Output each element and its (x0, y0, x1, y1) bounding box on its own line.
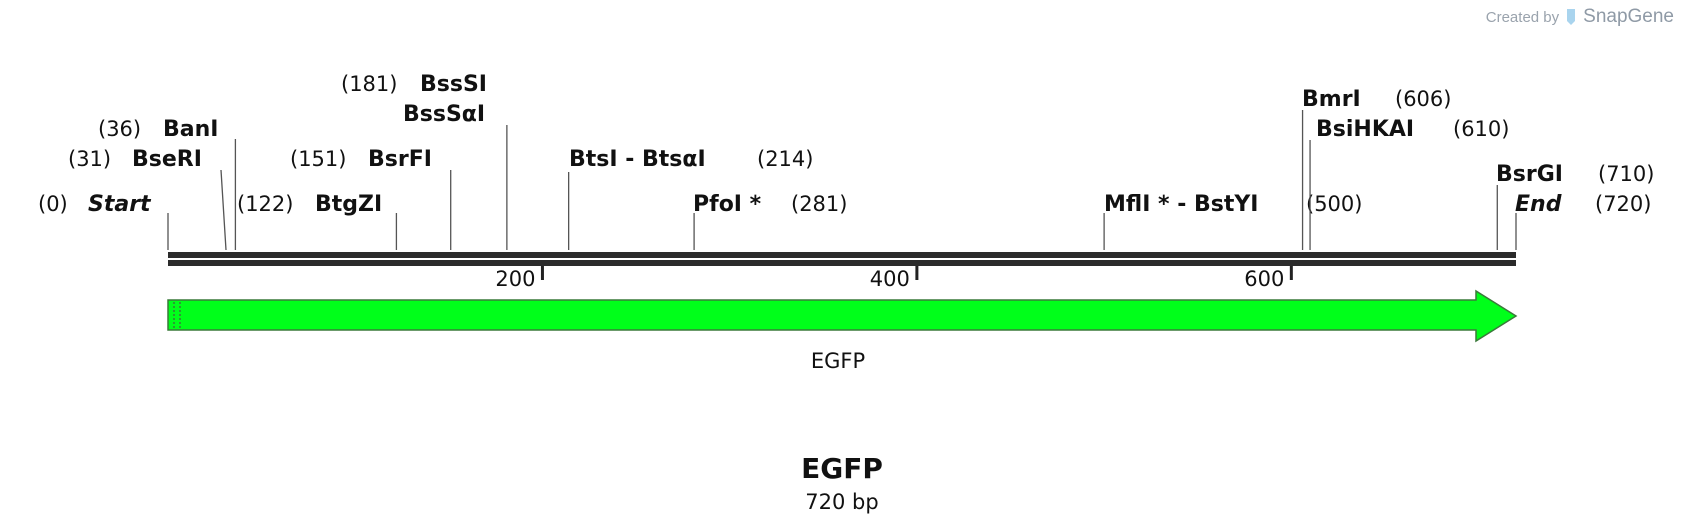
ruler-tick-label: 400 (870, 267, 910, 291)
restriction-site-name[interactable]: BanI (163, 117, 218, 142)
restriction-site-position: (214) (757, 147, 813, 171)
restriction-site-position: (181) (341, 72, 397, 96)
credit-brand: SnapGene (1583, 6, 1674, 27)
restriction-site-name[interactable]: PfoI * (693, 192, 762, 217)
backbone-top-strand (168, 252, 1516, 258)
sequence-length: 720 bp (805, 490, 879, 514)
restriction-site-position: (151) (290, 147, 346, 171)
restriction-site-name[interactable]: MflI * - BstYI (1104, 192, 1259, 217)
restriction-site-name[interactable]: End (1515, 192, 1562, 217)
ruler-tick (1289, 266, 1293, 280)
restriction-site-name[interactable]: Start (88, 192, 152, 217)
restriction-site-position: (31) (68, 147, 111, 171)
credit-prefix: Created by (1485, 8, 1560, 26)
restriction-site-position: (500) (1306, 192, 1362, 216)
restriction-site-position: (710) (1598, 162, 1654, 186)
restriction-site-name[interactable]: BsiHKAI (1316, 117, 1414, 142)
restriction-site-name[interactable]: BssSαI (403, 102, 485, 127)
ruler-tick (540, 266, 544, 280)
restriction-site-position: (610) (1453, 117, 1509, 141)
restriction-site-name[interactable]: BsrGI (1496, 162, 1563, 187)
restriction-site-name[interactable]: BseRI (132, 147, 202, 172)
ruler-tick-label: 200 (495, 267, 535, 291)
feature-label: EGFP (811, 349, 865, 373)
sequence-title: EGFP (801, 452, 883, 485)
backbone-bottom-strand (168, 260, 1516, 266)
restriction-site-position: (720) (1595, 192, 1651, 216)
feature-egfp-arrow[interactable] (167, 289, 1518, 343)
restriction-site-name[interactable]: BmrI (1302, 87, 1361, 112)
snapgene-credit: Created by SnapGene (1486, 6, 1674, 28)
restriction-site-position: (281) (791, 192, 847, 216)
restriction-site-position: (606) (1395, 87, 1451, 111)
restriction-site-name[interactable]: BtsI - BtsαI (569, 147, 706, 172)
ruler-tick-label: 600 (1244, 267, 1284, 291)
restriction-site-name[interactable]: BsrFI (368, 147, 432, 172)
restriction-site-position: (36) (98, 117, 141, 141)
restriction-site-position: (122) (237, 192, 293, 216)
snapgene-logo-icon (1567, 9, 1576, 25)
site-connector-line (220, 169, 227, 251)
restriction-site-position: (0) (38, 192, 68, 216)
restriction-site-name[interactable]: BssSI (420, 72, 487, 97)
restriction-site-name[interactable]: BtgZI (315, 192, 382, 217)
ruler-tick (915, 266, 919, 280)
